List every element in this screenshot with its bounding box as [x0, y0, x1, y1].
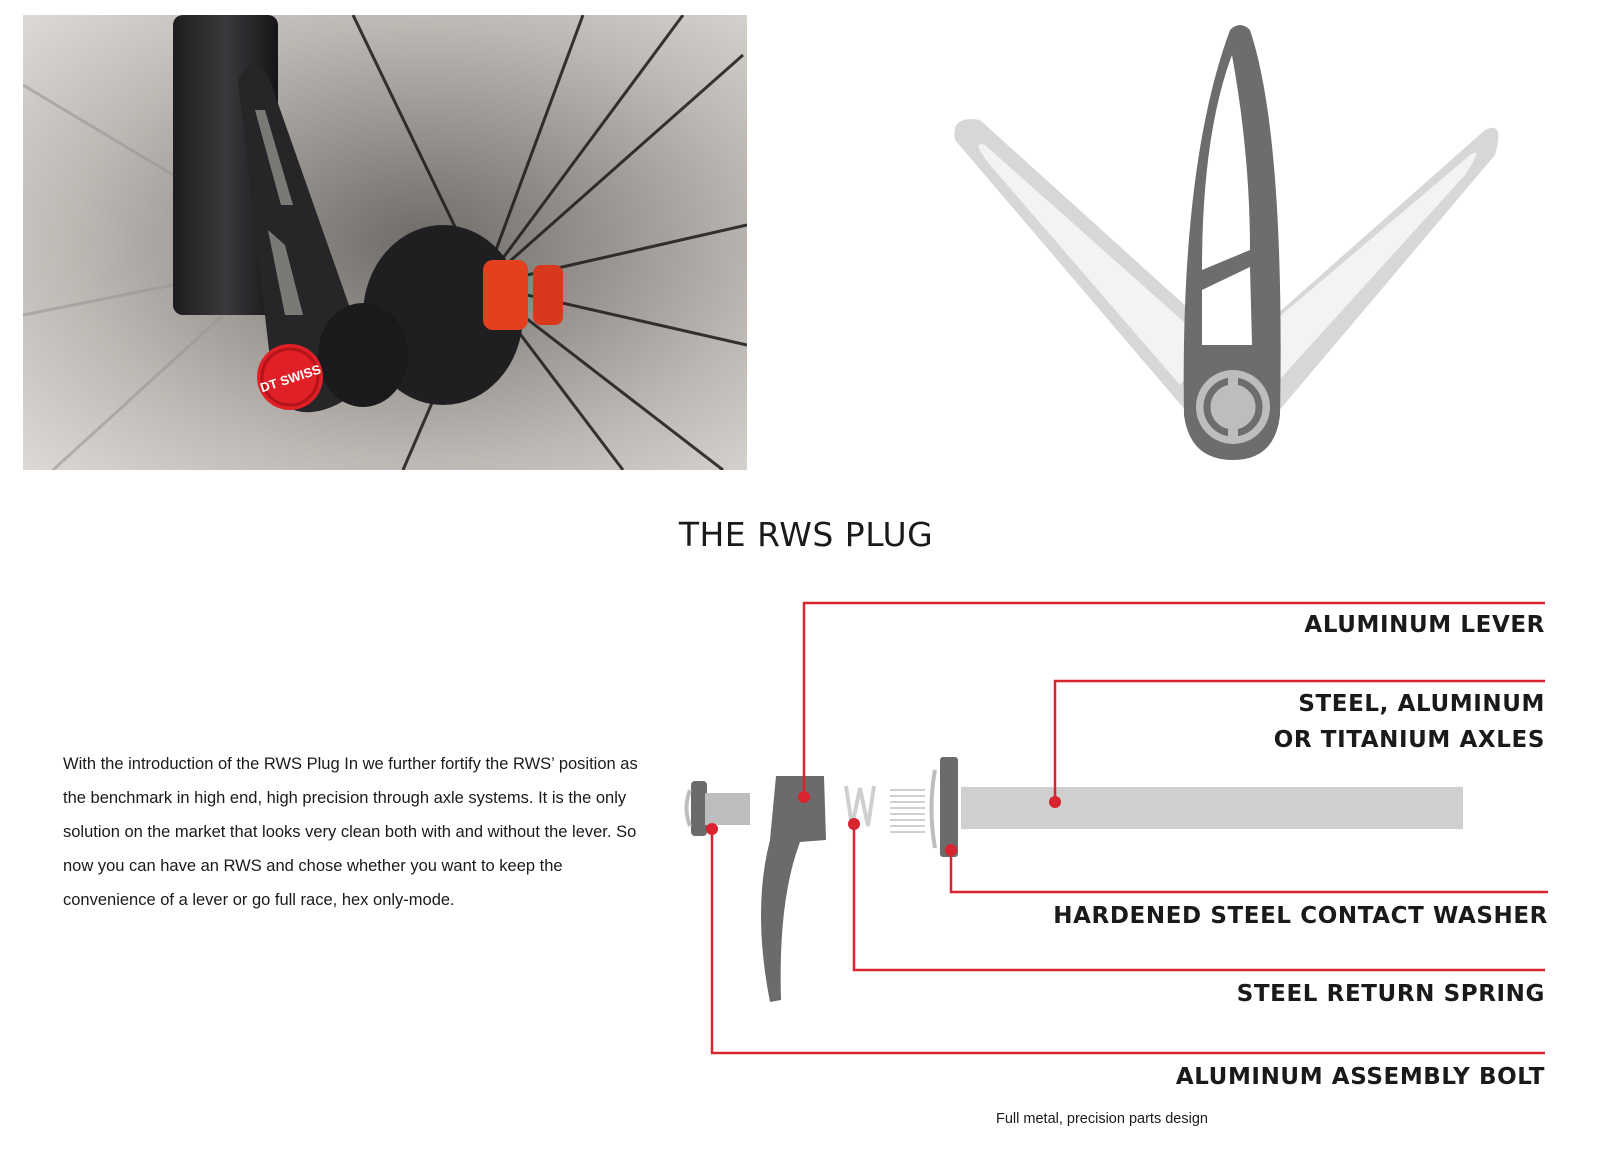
callout-axles: STEEL, ALUMINUM OR TITANIUM AXLES: [1273, 691, 1545, 753]
marker-axles: [1049, 796, 1061, 808]
assembly-bolt-part: [684, 781, 750, 836]
return-spring-part: [844, 785, 876, 827]
callout-contact-washer: HARDENED STEEL CONTACT WASHER: [1053, 903, 1548, 929]
axle-part: [961, 787, 1463, 829]
intro-paragraph: With the introduction of the RWS Plug In…: [63, 755, 638, 909]
contact-washer-part: [890, 757, 958, 857]
callout-aluminum-lever: ALUMINUM LEVER: [1304, 612, 1545, 638]
leader-line-bolt: [710, 829, 1545, 1055]
lever-rotation-illustration: [940, 15, 1540, 475]
callout-assembly-bolt: ALUMINUM ASSEMBLY BOLT: [1175, 1064, 1545, 1090]
leader-line-lever: [802, 601, 1545, 797]
product-photo: DT SWISS: [23, 15, 747, 470]
marker-washer: [945, 844, 957, 856]
marker-spring: [848, 818, 860, 830]
leader-line-washer: [949, 850, 1548, 894]
lever-part: [761, 776, 826, 1002]
diagram-caption: Full metal, precision parts design: [996, 1111, 1208, 1127]
marker-bolt: [706, 823, 718, 835]
leader-line-axles: [1053, 679, 1545, 802]
marker-lever: [798, 791, 810, 803]
page-title: THE RWS PLUG: [678, 515, 934, 554]
callout-return-spring: STEEL RETURN SPRING: [1236, 981, 1545, 1007]
leader-line-spring: [852, 824, 1545, 972]
